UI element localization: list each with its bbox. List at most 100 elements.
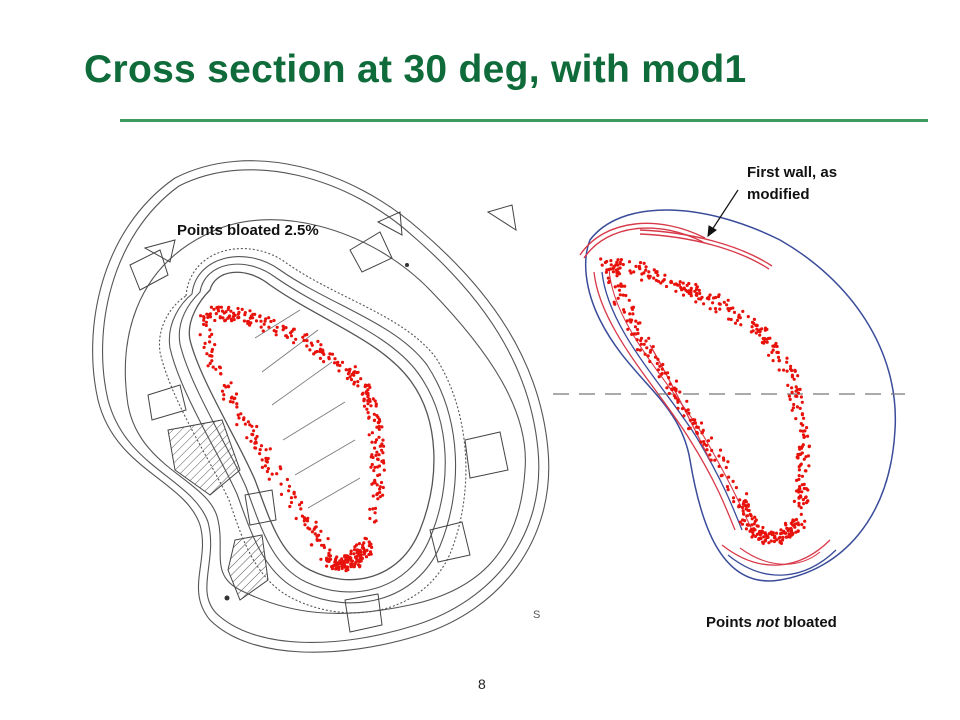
scatter-point [693,421,698,425]
scatter-point [285,335,290,339]
scatter-point [647,336,651,340]
scatter-point [260,458,264,462]
inner-wall-red-2 [608,267,753,531]
scatter-point [315,534,319,539]
scatter-point [681,281,685,285]
scatter-point [790,408,794,412]
scatter-point [375,493,379,497]
scatter-point [310,543,314,547]
scatter-point [652,268,656,272]
scatter-point [349,552,353,556]
scatter-point [344,368,348,372]
scatter-point [801,423,805,427]
scatter-point [369,404,373,408]
scatter-point [380,448,384,452]
scatter-point [235,402,239,406]
scatter-point [352,552,356,556]
scatter-point [299,507,303,511]
scatter-point [622,308,626,312]
scatter-point [381,438,385,442]
scatter-point [222,393,226,397]
scatter-point [642,342,646,346]
page-number: 8 [478,676,486,692]
scatter-point [797,445,802,449]
scatter-point [793,369,797,373]
scatter-point [797,468,802,472]
scatter-point [798,406,802,410]
scatter-point [316,339,320,343]
scatter-point [222,397,226,401]
scatter-point [798,429,803,433]
scatter-point [727,317,731,321]
scatter-point [308,348,312,352]
scatter-point [259,319,263,323]
scatter-point [771,359,775,363]
scatter-point [372,412,376,416]
scatter-point [344,558,348,562]
scatter-point [251,316,255,320]
scatter-point [615,260,619,264]
scatter-point [224,385,228,389]
scatter-point [640,278,644,282]
scatter-point [648,350,652,354]
scatter-point [800,413,805,417]
scatter-point [349,549,353,553]
scatter-point [287,489,291,493]
scatter-point [616,296,620,300]
scatter-point [710,448,714,453]
scatter-point [799,506,803,510]
scatter-point [729,317,733,322]
scatter-point [749,528,753,532]
scatter-point [340,360,345,364]
scatter-point [245,436,249,440]
scatter-point [275,325,279,329]
scatter-point [208,328,212,332]
scatter-point [358,548,362,553]
scatter-point [646,274,650,278]
scatter-point [722,458,726,462]
scatter-point [204,320,208,324]
scatter-point [750,325,754,329]
scatter-point [370,440,374,444]
scatter-point [246,420,250,424]
scatter-point [643,352,647,356]
scatter-point [615,274,619,278]
scatter-point [636,331,640,335]
scatter-point [361,543,365,547]
scatter-point [289,500,294,505]
scatter-point [356,380,360,384]
scatter-point [782,368,786,372]
scatter-point [667,376,671,380]
scatter-point [355,371,359,375]
scatter-point [695,285,700,289]
scatter-point [229,396,233,400]
scatter-point [203,341,207,345]
scatter-point [803,519,807,523]
scatter-point [791,531,795,535]
scatter-point [377,435,381,439]
scatter-point [246,319,250,324]
scatter-point [720,473,724,477]
scatter-point [292,327,296,331]
scatter-point [234,392,239,396]
scatter-point [794,394,798,398]
scatter-point [352,548,357,552]
scatter-point [211,365,215,369]
scatter-point [682,414,686,418]
scatter-point [722,300,726,304]
outer-vessel-outer [92,160,550,653]
scatter-point [366,402,370,406]
scatter-point [328,352,332,356]
scatter-point [672,394,677,398]
scatter-point [699,297,703,301]
scatter-point [644,268,648,272]
scatter-point [208,313,212,317]
scatter-point [616,284,620,288]
scatter-point [272,318,276,323]
scatter-point [263,464,267,468]
scatter-point [258,314,262,318]
scatter-point [750,535,754,539]
scatter-point [232,318,236,322]
scatter-point [372,481,376,485]
scatter-point [735,318,740,322]
